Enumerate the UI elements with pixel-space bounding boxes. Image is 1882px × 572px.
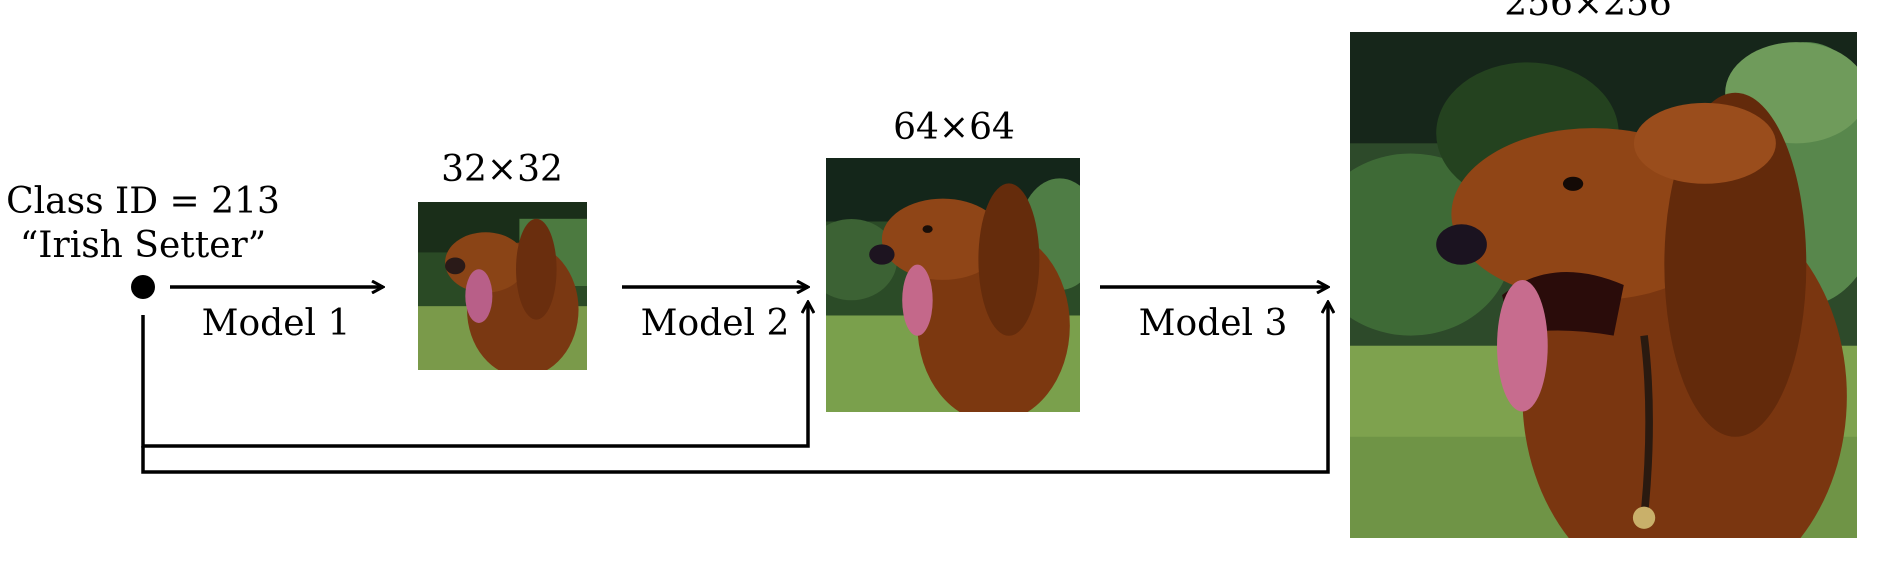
- model3-label: Model 3: [1138, 303, 1288, 344]
- class-id-label: Class ID = 213: [6, 181, 280, 222]
- output-image-256x256: [1350, 32, 1857, 538]
- class-name-label: “Irish Setter”: [19, 225, 267, 266]
- model1-label: Model 1: [201, 303, 351, 344]
- class-conditioning-line-model3: [141, 302, 1328, 474]
- resolution-label-32: 32×32: [441, 149, 563, 190]
- input-node: [131, 275, 155, 299]
- resolution-label-256: 256×256: [1504, 0, 1672, 24]
- resolution-label-64: 64×64: [893, 107, 1015, 148]
- output-image-64x64: [826, 158, 1080, 412]
- model2-label: Model 2: [640, 303, 790, 344]
- output-image-32x32: [418, 202, 587, 370]
- class-conditioning-line-model2: [141, 302, 808, 448]
